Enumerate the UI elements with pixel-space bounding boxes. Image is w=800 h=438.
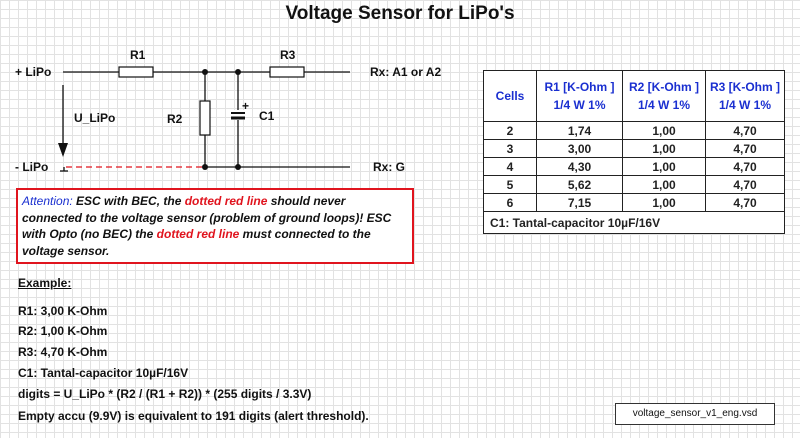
example-line: R2: 1,00 K-Ohm	[18, 324, 108, 338]
warning-text: must connected to the voltage sensor.	[22, 227, 371, 258]
attention-box: Attention: ESC with BEC, the dotted red …	[16, 188, 414, 264]
example-line: C1: Tantal-capacitor 10µF/16V	[18, 366, 189, 380]
file-name-label: voltage_sensor_v1_eng.vsd	[615, 403, 775, 425]
label-minus-lipo: - LiPo	[15, 160, 49, 174]
label-r1: R1	[130, 48, 146, 62]
table-header-row: Cells R1 [K-Ohm ]1/4 W 1% R2 [K-Ohm ]1/4…	[483, 70, 785, 122]
warning-text: ESC with BEC, the	[72, 194, 185, 208]
header-r1: R1 [K-Ohm ]1/4 W 1%	[536, 70, 623, 122]
label-c1: C1	[259, 109, 275, 123]
resistor-r3	[269, 66, 305, 78]
example-line: R3: 4,70 K-Ohm	[18, 345, 108, 359]
table-footer-row: C1: Tantal-capacitor 10µF/16V	[483, 211, 785, 234]
example-heading: Example:	[18, 276, 72, 290]
header-r3: R3 [K-Ohm ]1/4 W 1%	[705, 70, 785, 122]
header-r2: R2 [K-Ohm ]1/4 W 1%	[622, 70, 706, 122]
formula-line: digits = U_LiPo * (R2 / (R1 + R2)) * (25…	[18, 387, 312, 401]
header-cells: Cells	[483, 70, 537, 122]
label-rx-ground: Rx: G	[373, 160, 406, 174]
label-rx-signal: Rx: A1 or A2	[370, 65, 442, 79]
warning-text: should never connected to the voltage se…	[22, 194, 392, 241]
label-r3: R3	[280, 48, 296, 62]
example-line: Empty accu (9.9V) is equivalent to 191 d…	[18, 409, 369, 423]
resistor-r2	[199, 100, 211, 136]
label-u-lipo: U_LiPo	[74, 111, 116, 125]
red-line-text: dotted red line	[156, 227, 240, 241]
label-r2: R2	[167, 112, 183, 126]
red-line-text: dotted red line	[184, 194, 268, 208]
label-c1-plus: +	[242, 99, 250, 113]
junction-dots	[202, 69, 241, 170]
attention-label: Attention:	[22, 194, 73, 208]
label-plus-lipo: + LiPo	[15, 65, 52, 79]
example-line: R1: 3,00 K-Ohm	[18, 304, 108, 318]
page-title: Voltage Sensor for LiPo's	[285, 3, 515, 24]
resistor-table: Cells R1 [K-Ohm ]1/4 W 1% R2 [K-Ohm ]1/4…	[483, 70, 785, 234]
resistor-r1	[118, 66, 154, 78]
